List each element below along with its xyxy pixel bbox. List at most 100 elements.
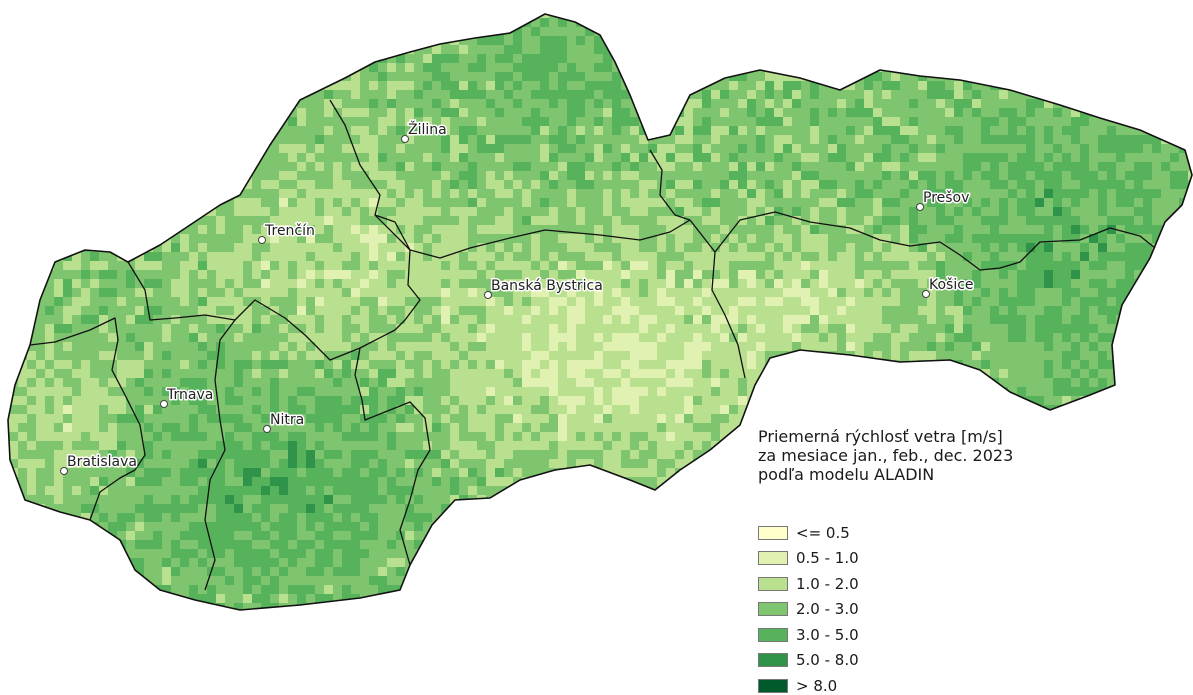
raster-cell [1116, 423, 1125, 432]
raster-cell [909, 126, 918, 135]
raster-cell [279, 486, 288, 495]
raster-cell [1044, 423, 1053, 432]
raster-cell [846, 261, 855, 270]
raster-cell [828, 342, 837, 351]
raster-cell [432, 288, 441, 297]
raster-cell [765, 243, 774, 252]
raster-cell [882, 27, 891, 36]
raster-cell [891, 270, 900, 279]
raster-cell [108, 171, 117, 180]
raster-cell [666, 468, 675, 477]
raster-cell [396, 387, 405, 396]
raster-cell [963, 54, 972, 63]
raster-cell [432, 279, 441, 288]
raster-cell [333, 405, 342, 414]
raster-cell [639, 180, 648, 189]
raster-cell [1152, 144, 1161, 153]
raster-cell [666, 351, 675, 360]
raster-cell [774, 504, 783, 513]
raster-cell [1152, 234, 1161, 243]
raster-cell [558, 261, 567, 270]
raster-cell [18, 225, 27, 234]
raster-cell [45, 63, 54, 72]
raster-cell [18, 99, 27, 108]
raster-cell [900, 225, 909, 234]
raster-cell [666, 279, 675, 288]
raster-cell [459, 234, 468, 243]
raster-cell [81, 513, 90, 522]
raster-cell [1116, 513, 1125, 522]
raster-cell [828, 63, 837, 72]
raster-cell [270, 45, 279, 54]
raster-cell [972, 549, 981, 558]
raster-cell [864, 54, 873, 63]
raster-cell [36, 144, 45, 153]
raster-cell [225, 180, 234, 189]
raster-cell [72, 414, 81, 423]
raster-cell [801, 315, 810, 324]
raster-cell [1089, 99, 1098, 108]
raster-cell [405, 216, 414, 225]
raster-cell [360, 108, 369, 117]
raster-cell [216, 135, 225, 144]
raster-cell [855, 288, 864, 297]
raster-cell [216, 216, 225, 225]
raster-cell [63, 576, 72, 585]
raster-cell [585, 243, 594, 252]
raster-cell [432, 261, 441, 270]
raster-cell [981, 396, 990, 405]
raster-cell [54, 189, 63, 198]
raster-cell [1044, 261, 1053, 270]
raster-cell [837, 189, 846, 198]
raster-cell [693, 306, 702, 315]
raster-cell [846, 279, 855, 288]
raster-cell [216, 504, 225, 513]
raster-cell [1071, 261, 1080, 270]
raster-cell [387, 225, 396, 234]
raster-cell [936, 252, 945, 261]
raster-cell [1098, 558, 1107, 567]
raster-cell [117, 153, 126, 162]
raster-cell [1098, 225, 1107, 234]
raster-cell [486, 18, 495, 27]
raster-cell [693, 558, 702, 567]
raster-cell [342, 279, 351, 288]
raster-cell [369, 405, 378, 414]
raster-cell [954, 288, 963, 297]
raster-cell [279, 81, 288, 90]
raster-cell [315, 297, 324, 306]
raster-cell [225, 90, 234, 99]
raster-cell [405, 225, 414, 234]
raster-cell [522, 360, 531, 369]
raster-cell [360, 450, 369, 459]
raster-cell [990, 14, 999, 18]
raster-cell [36, 54, 45, 63]
raster-cell [657, 342, 666, 351]
raster-cell [558, 45, 567, 54]
raster-cell [117, 162, 126, 171]
raster-cell [8, 306, 9, 315]
raster-cell [630, 63, 639, 72]
raster-cell [639, 603, 648, 610]
raster-cell [648, 153, 657, 162]
city-kosice: Košice [922, 276, 975, 298]
raster-cell [387, 477, 396, 486]
raster-cell [1134, 99, 1143, 108]
raster-cell [603, 369, 612, 378]
raster-cell [513, 441, 522, 450]
raster-cell [1116, 288, 1125, 297]
raster-cell [1080, 387, 1089, 396]
raster-cell [675, 405, 684, 414]
raster-cell [675, 225, 684, 234]
raster-cell [504, 45, 513, 54]
raster-cell [783, 342, 792, 351]
raster-cell [531, 576, 540, 585]
raster-cell [153, 468, 162, 477]
raster-cell [189, 45, 198, 54]
raster-cell [765, 180, 774, 189]
raster-cell [738, 144, 747, 153]
raster-cell [189, 63, 198, 72]
raster-cell [459, 450, 468, 459]
raster-cell [630, 297, 639, 306]
raster-cell [828, 333, 837, 342]
